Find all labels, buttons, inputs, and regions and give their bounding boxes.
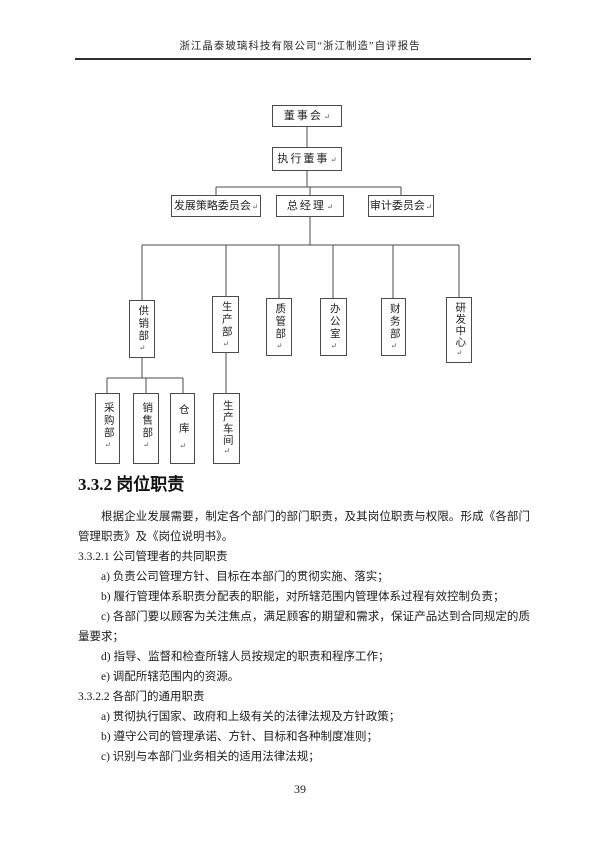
org-node-production-dept: 生产部↵	[212, 296, 239, 353]
org-chart-connectors	[106, 127, 460, 393]
org-node-label: 董事会	[283, 109, 323, 122]
page-number: 39	[294, 782, 306, 796]
org-node-quality-dept: 质管部↵	[266, 298, 292, 356]
paragraph-mark-icon: ↵	[389, 340, 399, 350]
org-node-label: 审计委员会	[369, 199, 425, 212]
org-node-office: 办公室↵	[320, 298, 347, 356]
org-node-supply-sales-dept: 供销部↵	[129, 300, 155, 358]
org-node-audit-committee: 审计委员会↵	[368, 195, 434, 217]
org-node-general-manager: 总经理↵	[276, 195, 344, 217]
list-item: e) 调配所辖范围内的资源。	[101, 671, 240, 683]
paragraph-mark-icon: ↵	[137, 342, 147, 352]
org-node-warehouse: 仓库↵	[170, 393, 195, 464]
organization-chart: 董事会↵ 执行董事↵ 发展策略委员会↵ 总经理↵ 审计委员会↵ 供销部↵ 生产部…	[95, 105, 472, 464]
section-3-3-2: 3.3.2 岗位职责 根据企业发展需要，制定各个部门的部门职责，及其岗位职责与权…	[78, 474, 530, 767]
paragraph-mark-icon: ↵	[323, 112, 331, 122]
paragraph-mark-icon: ↵	[103, 439, 113, 449]
list-item: a) 负责公司管理方针、目标在本部门的贯彻实施、落实；	[101, 571, 389, 583]
paragraph-mark-icon: ↵	[221, 338, 231, 348]
org-node-label: 销售部	[141, 402, 153, 440]
org-node-rd-center: 研发中心↵	[446, 297, 472, 363]
org-node-production-workshop: 生产车间↵	[213, 393, 240, 464]
org-node-label: 总经理	[286, 199, 326, 212]
subsection-1-heading: 3.3.2.1 公司管理者的共同职责	[78, 551, 228, 563]
org-node-label: 办公室	[328, 303, 340, 341]
list-item: c) 各部门要以顾客为关注焦点，满足顾客的期望和需求，保证产品达到合同规定的质量…	[78, 611, 530, 643]
org-node-board-of-directors: 董事会↵	[272, 105, 342, 127]
org-node-finance-dept: 财务部↵	[381, 298, 406, 356]
paragraph-mark-icon: ↵	[330, 155, 337, 165]
paragraph-mark-icon: ↵	[251, 202, 259, 212]
org-node-label: 生产部	[220, 301, 232, 339]
org-node-label: 生产车间	[221, 400, 233, 446]
org-node-dev-strategy-committee: 发展策略委员会↵	[171, 195, 261, 217]
paragraph-mark-icon: ↵	[274, 340, 284, 350]
section-heading: 3.3.2 岗位职责	[78, 475, 185, 494]
paragraph-mark-icon: ↵	[329, 340, 339, 350]
org-node-label: 供销部	[137, 305, 149, 343]
list-item: c) 识别与本部门业务相关的适用法律法规；	[101, 751, 320, 763]
paragraph-mark-icon: ↵	[326, 202, 334, 212]
paragraph-mark-icon: ↵	[141, 439, 151, 449]
list-item: d) 指导、监督和检查所辖人员按规定的职责和程序工作；	[101, 651, 390, 663]
org-node-sales-dept: 销售部↵	[133, 393, 159, 464]
page-header-title: 浙江晶泰玻璃科技有限公司“浙江制造”自评报告	[179, 41, 421, 52]
org-node-purchasing-dept: 采购部↵	[95, 393, 120, 464]
list-item: a) 贯彻执行国家、政府和上级有关的法律法规及方针政策；	[101, 711, 401, 723]
org-node-label: 采购部	[102, 402, 114, 440]
org-node-label: 质管部	[274, 303, 286, 341]
org-node-label: 仓库	[177, 404, 189, 441]
intro-paragraph: 根据企业发展需要，制定各个部门的部门职责，及其岗位职责与权限。形成《各部门管理职…	[78, 511, 530, 543]
org-node-executive-director: 执行董事↵	[272, 147, 342, 171]
paragraph-mark-icon: ↵	[425, 202, 433, 212]
org-node-label: 发展策略委员会	[173, 199, 251, 212]
paragraph-mark-icon: ↵	[222, 446, 232, 455]
org-node-label: 财务部	[388, 303, 400, 341]
list-item: b) 遵守公司的管理承诺、方针、目标和各种制度准则；	[101, 731, 378, 743]
list-item: b) 履行管理体系职责分配表的职能，对所辖范围内管理体系过程有效控制负责；	[101, 591, 505, 603]
org-node-label: 研发中心	[454, 302, 466, 348]
header-rule	[75, 58, 531, 61]
org-node-label: 执行董事	[277, 152, 330, 165]
subsection-2-heading: 3.3.2.2 各部门的通用职责	[78, 691, 205, 703]
paragraph-mark-icon: ↵	[454, 348, 464, 357]
paragraph-mark-icon: ↵	[178, 441, 188, 450]
